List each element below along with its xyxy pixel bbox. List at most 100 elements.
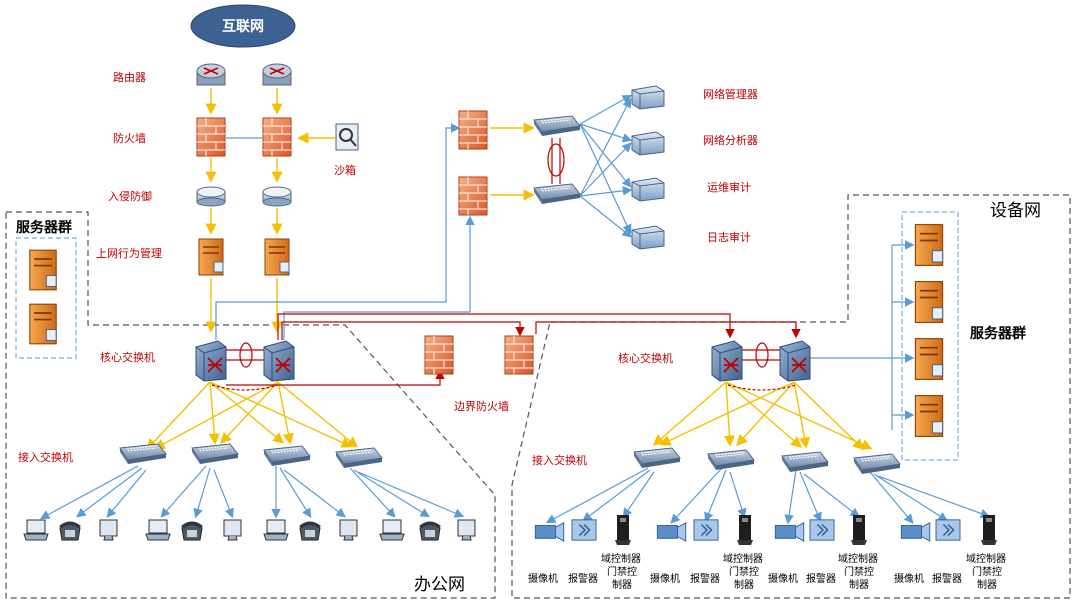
controller-label-l2: 门禁控: [729, 565, 759, 578]
phone-icon: [180, 521, 204, 541]
camera-icon: [656, 522, 687, 542]
device-net-boundary: [511, 194, 1071, 599]
camera-label: 摄像机: [528, 572, 558, 585]
network-manager-icon: [631, 85, 665, 110]
mgmt-firewall-icon-2: [458, 176, 488, 216]
log-audit-icon: [631, 225, 665, 250]
controller-label-l3: 制器: [734, 578, 754, 591]
mgmt-firewall-icon-1: [458, 110, 488, 150]
device-net-label: 设备网: [990, 201, 1041, 221]
sandbox-icon: [335, 123, 359, 151]
door-controller-icon: [737, 515, 753, 545]
phone-icon: [298, 521, 322, 541]
firewall-icon-1: [196, 117, 226, 157]
camera-label: 摄像机: [894, 572, 924, 585]
controller-label-l3: 制器: [612, 578, 632, 591]
server-icon-right-3: [914, 337, 944, 381]
access-switch-right-icon-2: [707, 449, 755, 471]
controller-label-l1: 域控制器: [966, 552, 1006, 565]
zone-boundaries: [5, 194, 1071, 599]
behavior-mgmt-label: 上网行为管理: [96, 246, 162, 260]
laptop-icon: [145, 519, 171, 541]
monitor-icon: [339, 519, 358, 541]
alarm-icon: [571, 519, 597, 541]
yellow-links: [146, 88, 873, 451]
red-links: [211, 138, 801, 391]
office-net-label: 办公网: [414, 575, 465, 595]
router-icon-1: [196, 63, 226, 86]
phone-icon: [58, 521, 82, 541]
office-endpoints: [23, 519, 476, 541]
server-group-left-box: [15, 237, 77, 359]
controller-label-l2: 门禁控: [972, 565, 1002, 578]
mgmt-switch-icon-1: [533, 115, 581, 137]
laptop-icon: [379, 519, 405, 541]
mgmt-item-3-label: 运维审计: [707, 180, 751, 194]
laptop-icon: [263, 519, 289, 541]
alarm-label: 报警器: [806, 572, 836, 585]
core-switch-right-icon-1: [711, 340, 743, 382]
camera-icon: [774, 522, 805, 542]
alarm-label: 报警器: [690, 572, 720, 585]
device-labels: 摄像机 报警器 域控制器 门禁控 制器 摄像机 报警器 域控制器 门禁控 制器 …: [528, 552, 1006, 591]
network-analyzer-icon: [631, 131, 665, 156]
firewall-icon-2: [262, 117, 292, 157]
phone-icon: [418, 521, 442, 541]
controller-label-l3: 制器: [977, 578, 997, 591]
ips-icon-1: [196, 186, 226, 207]
server-icon-left-2: [28, 303, 58, 345]
behavior-mgmt-icon-1: [198, 238, 224, 276]
access-switch-right-label: 接入交换机: [532, 453, 587, 467]
ips-label: 入侵防御: [108, 189, 152, 203]
router-icon-2: [262, 63, 292, 86]
monitor-icon: [457, 519, 476, 541]
access-switch-right-icon-3: [781, 451, 829, 473]
mgmt-item-1-label: 网络管理器: [703, 87, 758, 101]
border-firewall-icon-1: [424, 335, 454, 375]
core-switch-right-icon-2: [779, 340, 811, 382]
access-switch-left-icon-1: [119, 443, 167, 465]
alarm-label: 报警器: [932, 572, 962, 585]
device-endpoints: [534, 515, 997, 545]
alarm-icon: [693, 519, 719, 541]
alarm-icon: [935, 519, 961, 541]
mgmt-item-2-label: 网络分析器: [703, 133, 758, 147]
border-firewall-label: 边界防火墙: [454, 399, 509, 413]
access-switch-left-label: 接入交换机: [18, 450, 73, 464]
server-group-right-box: [901, 211, 959, 461]
camera-icon: [900, 522, 931, 542]
router-label: 路由器: [113, 70, 146, 84]
server-icon-left-1: [28, 249, 58, 291]
controller-label-l3: 制器: [849, 578, 869, 591]
access-switch-right-icon-1: [633, 447, 681, 469]
camera-label: 摄像机: [650, 572, 680, 585]
camera-icon: [534, 522, 565, 542]
internet-cloud: 互联网: [190, 4, 296, 48]
monitor-icon: [223, 519, 242, 541]
mgmt-switch-icon-2: [533, 183, 581, 205]
door-controller-icon: [851, 515, 867, 545]
server-group-left-label: 服务器群: [16, 219, 72, 236]
border-firewall-icon-2: [504, 335, 534, 375]
alarm-label: 报警器: [568, 572, 598, 585]
camera-label: 摄像机: [768, 572, 798, 585]
mgmt-item-4-label: 日志审计: [707, 230, 751, 244]
door-controller-icon: [615, 515, 631, 545]
core-switch-left-label: 核心交换机: [100, 350, 155, 364]
monitor-icon: [99, 519, 118, 541]
access-switch-right-icon-4: [853, 453, 901, 475]
door-controller-icon: [981, 515, 997, 545]
controller-label-l1: 域控制器: [723, 552, 763, 565]
controller-label-l1: 域控制器: [838, 552, 878, 565]
ops-audit-icon: [631, 177, 665, 202]
alarm-icon: [809, 519, 835, 541]
behavior-mgmt-icon-2: [264, 238, 290, 276]
controller-label-l1: 域控制器: [601, 552, 641, 565]
server-icon-right-4: [914, 394, 944, 438]
core-switch-right-label: 核心交换机: [618, 351, 673, 365]
server-icon-right-1: [914, 223, 944, 267]
internet-label: 互联网: [222, 19, 264, 35]
laptop-icon: [23, 519, 49, 541]
blue-links: [39, 94, 991, 525]
